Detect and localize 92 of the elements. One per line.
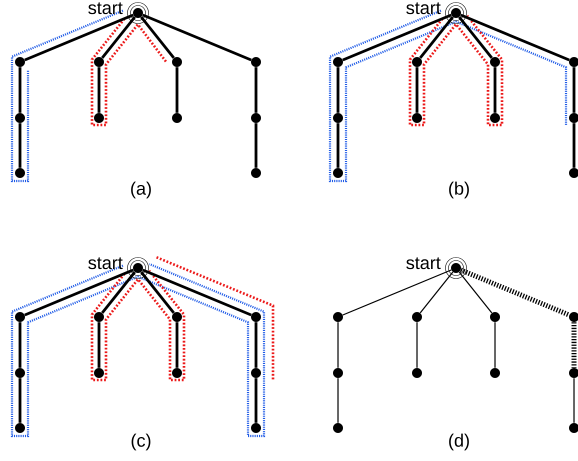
tree-edge: [254, 67, 258, 113]
tree-edge: [18, 67, 22, 113]
tree-node: [94, 368, 104, 378]
tree-node: [490, 113, 500, 123]
tree-edge: [342, 269, 452, 316]
tree-edge: [337, 378, 339, 423]
tree-edge: [24, 14, 134, 62]
start-label: start: [88, 257, 123, 270]
tree-node: [15, 168, 25, 178]
tree-edge: [460, 14, 570, 62]
tree-edge: [24, 268, 134, 316]
start-node: [127, 257, 149, 279]
tree-node: [94, 57, 104, 67]
start-label: start: [88, 2, 123, 14]
tree-edge: [142, 14, 252, 62]
tree-edge: [98, 67, 100, 113]
tree-node: [333, 368, 343, 378]
tree-edge: [573, 378, 575, 423]
tree-edge: [176, 67, 178, 113]
tree-node: [412, 312, 422, 322]
tree-node: [172, 368, 182, 378]
tree-edge: [18, 123, 22, 168]
tree-edge: [342, 14, 452, 62]
tree-node: [569, 423, 578, 433]
tree-node: [490, 368, 500, 378]
tree-edge: [140, 271, 175, 314]
tree-edge: [140, 16, 175, 59]
tree-edge: [101, 271, 136, 314]
start-node: [127, 2, 149, 24]
tree-node: [569, 168, 578, 178]
tree-node: [15, 113, 25, 123]
tree-node: [251, 168, 261, 178]
tree-edge: [176, 322, 178, 368]
tree-node: [251, 312, 261, 322]
tree-node: [172, 57, 182, 67]
tree-edge: [416, 322, 418, 368]
start-label: start: [406, 257, 441, 270]
tree-node: [251, 423, 261, 433]
hatched-edge: [572, 322, 576, 368]
tree-node: [412, 368, 422, 378]
tree-edge: [254, 123, 258, 168]
tree-node: [15, 368, 25, 378]
tree-node: [251, 368, 261, 378]
tree-node: [251, 113, 261, 123]
tree-node: [15, 57, 25, 67]
tree-edge: [420, 272, 454, 314]
tree-node: [490, 57, 500, 67]
tree-edge: [337, 322, 339, 368]
panel-label: (b): [449, 182, 469, 198]
tree-edge: [336, 123, 340, 168]
tree-node: [94, 113, 104, 123]
tree-edge: [336, 67, 340, 113]
tree-node: [569, 368, 578, 378]
tree-node: [15, 312, 25, 322]
panel-label: (d): [449, 434, 469, 450]
tree-node: [569, 57, 578, 67]
tree-edge: [458, 16, 493, 59]
tree-edge: [254, 378, 258, 423]
tree-node: [15, 423, 25, 433]
tree-edge: [494, 67, 496, 113]
tree-node: [333, 423, 343, 433]
tree-node: [412, 113, 422, 123]
tree-edge: [572, 67, 576, 113]
panel-label: (a): [131, 182, 151, 198]
tree-edge: [101, 16, 136, 59]
hatched-edge: [460, 268, 570, 318]
tree-edge: [142, 268, 252, 316]
tree-edge: [419, 16, 454, 59]
start-node: [445, 2, 467, 24]
tree-edge: [18, 322, 22, 368]
tree-edge: [458, 272, 492, 314]
tree-node: [172, 113, 182, 123]
tree-node: [333, 113, 343, 123]
tree-node: [333, 57, 343, 67]
tree-edge: [254, 322, 258, 368]
tree-node: [333, 168, 343, 178]
tree-node: [569, 312, 578, 322]
start-node: [445, 257, 467, 279]
tree-node: [569, 113, 578, 123]
tree-edge: [416, 67, 418, 113]
panel-label: (c): [132, 434, 150, 450]
tree-node: [490, 312, 500, 322]
tree-edge: [572, 123, 576, 168]
tree-edge: [18, 378, 22, 423]
start-label: start: [406, 2, 441, 14]
tree-node: [412, 57, 422, 67]
tree-node: [333, 312, 343, 322]
tree-node: [94, 312, 104, 322]
tree-edge: [98, 322, 100, 368]
tree-node: [251, 57, 261, 67]
tree-edge: [494, 322, 496, 368]
tree-node: [172, 312, 182, 322]
